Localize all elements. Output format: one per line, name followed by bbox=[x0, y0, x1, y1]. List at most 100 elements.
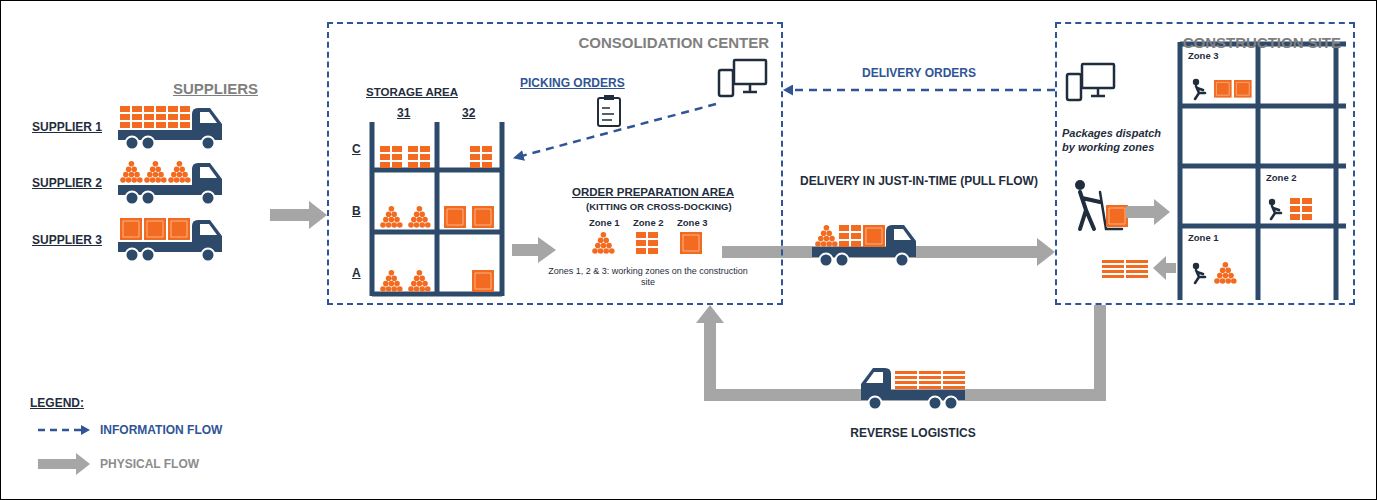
clipboard-icon bbox=[598, 95, 620, 126]
storage-rack bbox=[380, 270, 402, 292]
storage-rack bbox=[472, 270, 494, 292]
construction-site: CONSTRUCTION SITE bbox=[1055, 22, 1355, 305]
supplier-trucks bbox=[168, 161, 190, 183]
computer-icon bbox=[719, 60, 766, 96]
supplier-trucks bbox=[144, 218, 166, 240]
returned-pallets bbox=[1102, 260, 1124, 278]
zone-label: Zone 3 bbox=[1188, 50, 1219, 61]
prepared-packages bbox=[592, 232, 614, 254]
delivery-truck bbox=[839, 225, 861, 247]
region-title: CONSTRUCTION SITE bbox=[1057, 24, 1353, 51]
row-letter: C bbox=[352, 142, 361, 156]
storage-rack bbox=[372, 122, 502, 296]
legend-text: PHYSICAL FLOW bbox=[100, 457, 199, 471]
flow-arrow bbox=[722, 246, 783, 258]
region-title: CONSOLIDATION CENTER bbox=[329, 24, 781, 51]
reverse-truck bbox=[861, 368, 965, 410]
area-title: ORDER PREPARATION AREA bbox=[572, 186, 734, 198]
zone-label: Zone 1 bbox=[589, 217, 620, 228]
supplier-name: SUPPLIER 2 bbox=[32, 176, 102, 190]
legend-sample bbox=[36, 452, 92, 476]
physical-flow bbox=[710, 305, 1100, 395]
information-flow bbox=[793, 89, 1055, 92]
clipboard-icon bbox=[598, 98, 620, 126]
reverse-truck bbox=[943, 371, 965, 389]
handtruck-worker bbox=[1080, 192, 1100, 229]
region-title: SUPPLIERS bbox=[20, 70, 270, 97]
flow-arrow bbox=[1126, 199, 1170, 225]
building-frame bbox=[1180, 42, 1346, 300]
edge-label: DELIVERY ORDERS bbox=[859, 66, 979, 81]
picking-arrow bbox=[514, 104, 716, 158]
storage-rack bbox=[408, 206, 430, 228]
prepared-packages bbox=[592, 232, 702, 254]
row-letter: B bbox=[352, 204, 361, 218]
zone-workers bbox=[1214, 262, 1236, 284]
reverse-truck bbox=[895, 371, 917, 389]
consolidation-center: CONSOLIDATION CENTER bbox=[327, 22, 783, 305]
delivery-truck bbox=[863, 225, 885, 247]
area-title: STORAGE AREA bbox=[366, 86, 458, 98]
clipboard-icon bbox=[602, 108, 614, 120]
supplier-trucks bbox=[168, 106, 190, 128]
legend-text: INFORMATION FLOW bbox=[100, 423, 222, 437]
supplier-trucks bbox=[118, 106, 222, 262]
storage-rack bbox=[380, 206, 402, 228]
supplier-trucks bbox=[144, 106, 166, 128]
supplier-name: SUPPLIER 1 bbox=[32, 120, 102, 134]
legend-line bbox=[38, 429, 81, 432]
supplier-name: SUPPLIER 3 bbox=[32, 233, 102, 247]
reverse-truck bbox=[919, 371, 941, 389]
zone-label: Zone 2 bbox=[1266, 172, 1297, 183]
handtruck-worker bbox=[1075, 180, 1085, 190]
zone-workers bbox=[1193, 79, 1205, 99]
storage-rack bbox=[380, 146, 402, 168]
returned-pallets bbox=[1102, 260, 1148, 278]
delivery-truck bbox=[812, 225, 916, 267]
column-number: 32 bbox=[462, 106, 475, 120]
zone-workers bbox=[1214, 80, 1232, 98]
legend-title: LEGEND: bbox=[30, 396, 84, 410]
area-subtitle: (KITTING OR CROSS-DOCKING) bbox=[586, 201, 732, 212]
note: Packages dispatch by working zones bbox=[1062, 126, 1174, 154]
flow-arrow bbox=[1153, 256, 1176, 280]
legend-arrowhead bbox=[81, 425, 90, 435]
storage-rack bbox=[470, 146, 492, 168]
zone-workers bbox=[1269, 199, 1281, 219]
prepared-packages bbox=[680, 232, 702, 254]
building-frame bbox=[1180, 42, 1346, 300]
row-letter: A bbox=[352, 266, 361, 280]
storage-rack bbox=[408, 146, 430, 168]
delivery-truck bbox=[812, 225, 916, 267]
supplier-trucks bbox=[168, 218, 190, 240]
storage-rack bbox=[472, 206, 494, 228]
legend-sample bbox=[36, 418, 92, 442]
package bbox=[1106, 205, 1128, 227]
reverse-truck bbox=[861, 368, 965, 410]
edge-label: DELIVERY IN JUST-IN-TIME (PULL FLOW) bbox=[791, 174, 1047, 189]
supplier-trucks bbox=[120, 106, 142, 128]
physical-flow bbox=[270, 209, 309, 221]
zone-workers bbox=[1234, 80, 1252, 98]
zone-workers bbox=[1193, 263, 1205, 283]
prepared-packages bbox=[636, 232, 658, 254]
legend-arrowhead bbox=[76, 453, 90, 475]
zone-label: Zone 3 bbox=[677, 217, 708, 228]
legend-line bbox=[38, 459, 76, 469]
storage-rack bbox=[372, 122, 502, 296]
clipboard-icon bbox=[604, 95, 614, 100]
supplier-trucks bbox=[144, 161, 166, 183]
legend-item: INFORMATION FLOW bbox=[36, 418, 222, 442]
zone-workers bbox=[1193, 79, 1312, 284]
zone-workers bbox=[1234, 80, 1252, 98]
column-number: 31 bbox=[397, 106, 410, 120]
delivery-truck bbox=[815, 225, 837, 247]
supplier-trucks bbox=[120, 218, 142, 240]
zone-label: Zone 2 bbox=[633, 217, 664, 228]
legend-item: PHYSICAL FLOW bbox=[36, 452, 199, 476]
edge-label: REVERSE LOGISTICS bbox=[847, 426, 978, 441]
flow-label: PICKING ORDERS bbox=[520, 76, 625, 90]
storage-rack bbox=[408, 270, 430, 292]
returned-pallets bbox=[1126, 260, 1148, 278]
